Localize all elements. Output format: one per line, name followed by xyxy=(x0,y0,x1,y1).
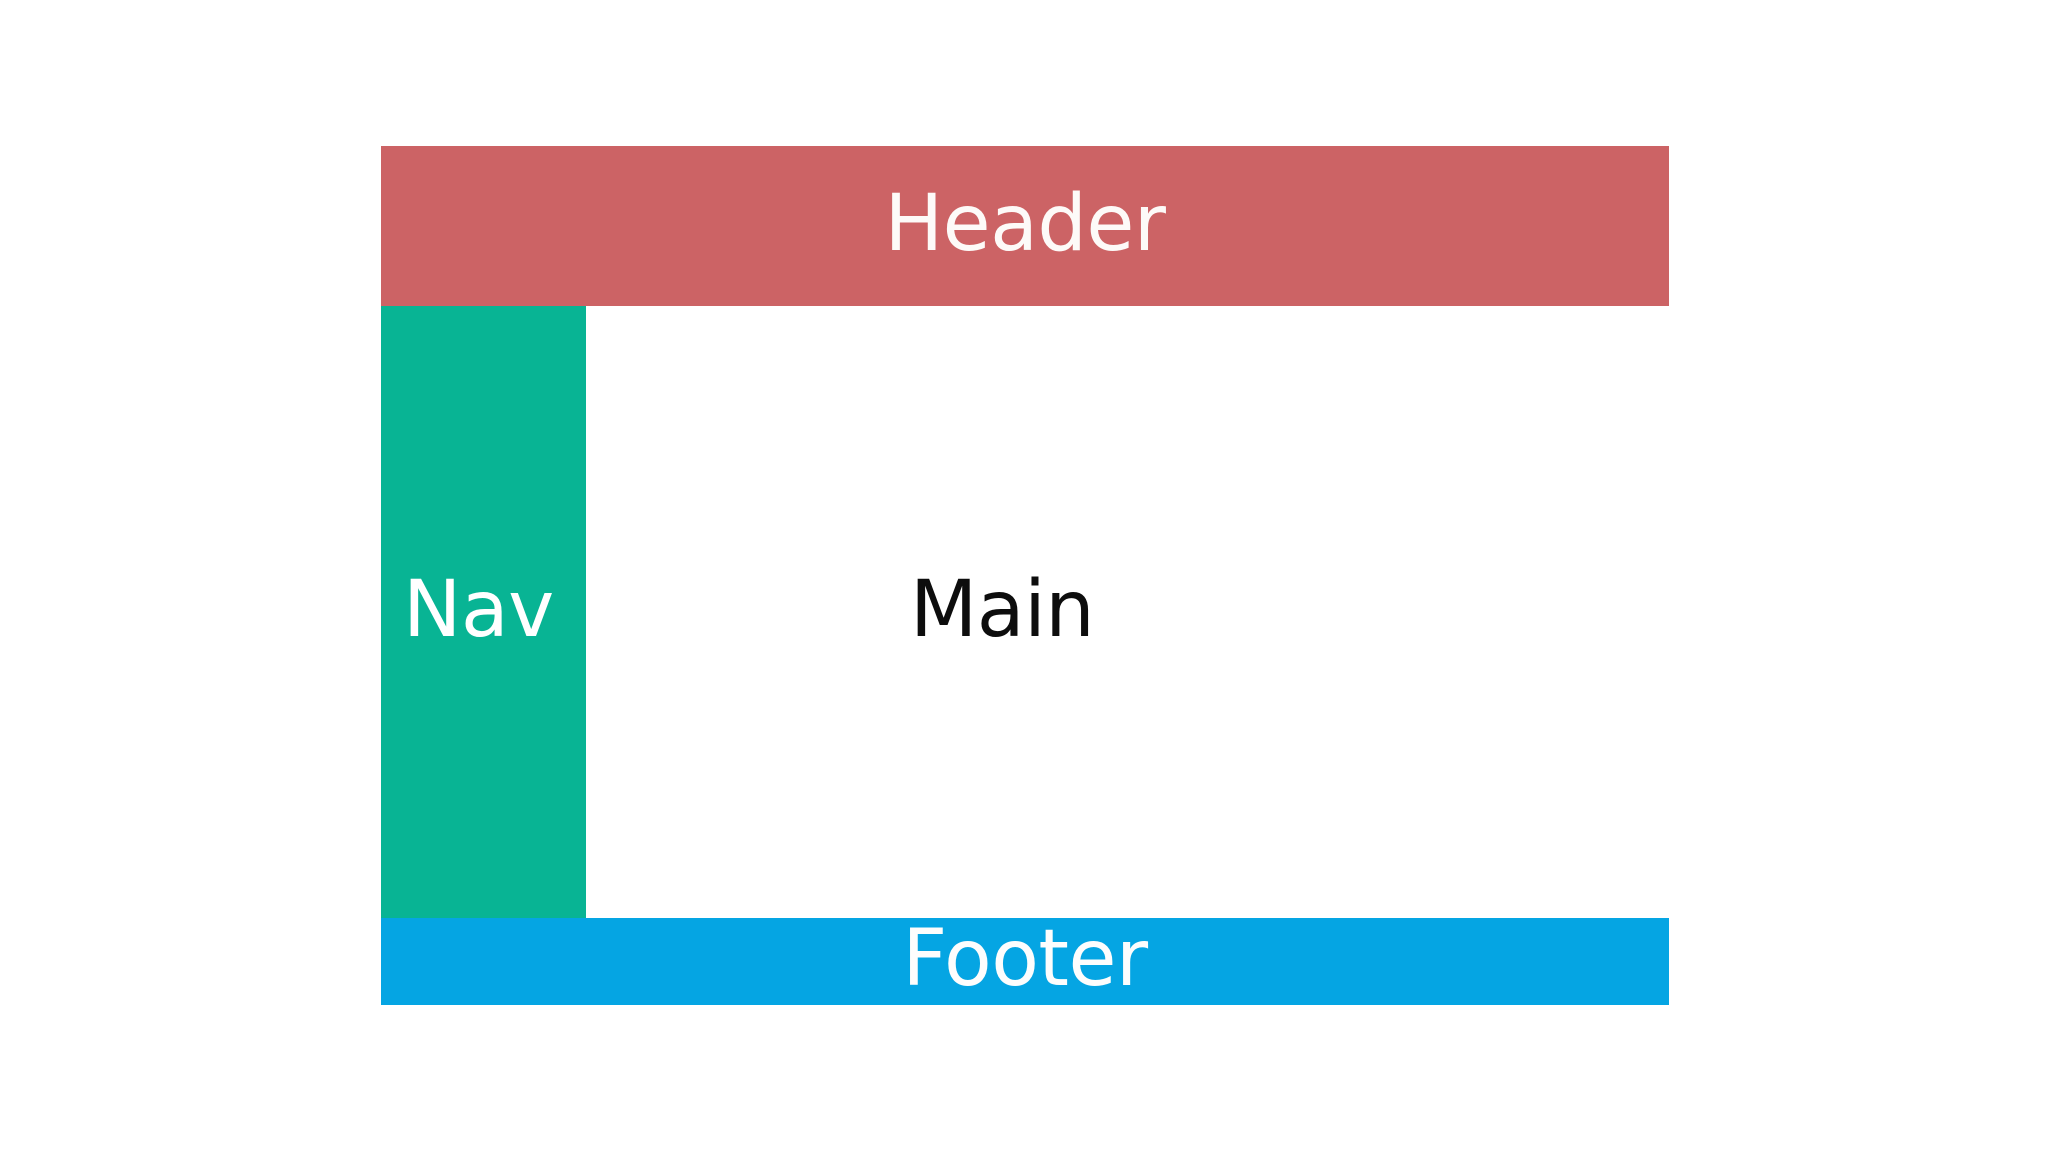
nav-region-label: Nav xyxy=(403,565,554,655)
footer-region: Footer xyxy=(381,918,1669,1005)
header-region: Header xyxy=(381,146,1669,306)
header-region-label: Header xyxy=(884,179,1166,269)
nav-region: Nav xyxy=(381,306,586,918)
footer-region-label: Footer xyxy=(902,918,1148,1004)
main-region: Main xyxy=(586,306,1669,918)
main-region-label: Main xyxy=(910,565,1095,655)
